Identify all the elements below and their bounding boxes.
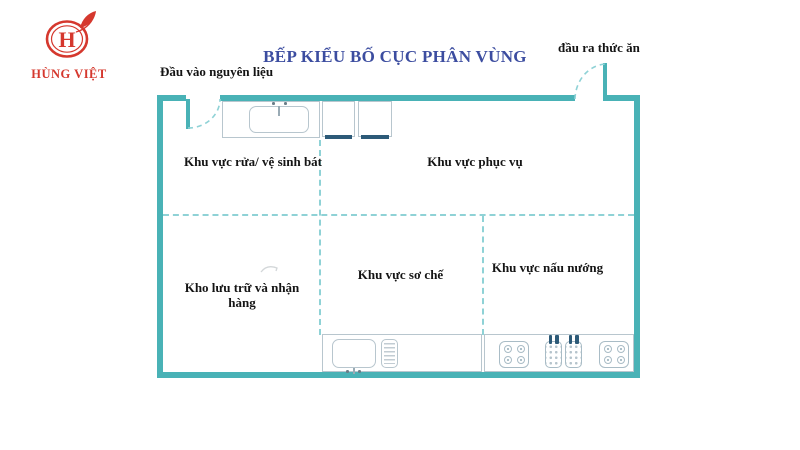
burner-icon	[503, 356, 512, 365]
fryer-handle	[555, 335, 559, 344]
zone-divider-vertical-right	[482, 216, 484, 335]
fryer-handle	[575, 335, 579, 344]
dishwasher-handle	[325, 135, 352, 139]
wall-top-left-segment	[157, 95, 186, 101]
gas-stove-icon	[599, 341, 629, 368]
gas-stove-icon	[499, 341, 529, 368]
burner-icon	[516, 344, 525, 353]
fryer-icon	[565, 335, 582, 368]
zone-label-wash: Khu vực rửa/ vệ sinh bát	[183, 154, 323, 169]
exit-door-icon	[603, 63, 607, 101]
wall-top-main-segment	[220, 95, 575, 101]
dishwasher-icon	[358, 101, 392, 139]
logo-leaf-icon	[80, 11, 96, 28]
dishwasher-handle	[361, 135, 389, 139]
zone-label-cook: Khu vực nấu nướng	[491, 260, 604, 275]
prep-faucet-icon	[353, 368, 355, 374]
entry-flow-label: Đầu vào nguyên liệu	[160, 64, 274, 79]
burner-icon	[616, 344, 625, 353]
brand-name: HÙNG VIỆT	[31, 67, 107, 81]
faint-squiggle-icon	[260, 266, 278, 273]
faucet-tap-dot	[272, 102, 275, 105]
wall-top-right-segment	[607, 95, 640, 101]
wall-right	[634, 95, 640, 378]
diagram-title: BẾP KIỂU BỐ CỤC PHÂN VÙNG	[263, 47, 527, 66]
fryer-icon	[545, 335, 562, 368]
wash-faucet-icon	[278, 106, 280, 116]
zone-label-serve: Khu vực phục vụ	[427, 154, 523, 169]
faucet-tap-dot	[358, 370, 361, 373]
drain-rack-lines	[384, 343, 395, 364]
burner-icon	[603, 344, 612, 353]
logo-letter-h: H	[58, 27, 75, 52]
prep-sink-icon	[332, 339, 376, 368]
burner-icon	[516, 356, 525, 365]
zone-label-prep: Khu vực sơ chế	[357, 267, 444, 282]
brand-logo: H HÙNG VIỆT	[16, 8, 122, 82]
logo-mark: H	[45, 11, 96, 58]
entry-door-icon	[186, 99, 190, 129]
burner-icon	[616, 356, 625, 365]
dishwasher-icon	[322, 101, 355, 139]
wall-left	[157, 95, 163, 378]
drain-rack-icon	[381, 339, 398, 368]
entry-door-swing-arc	[187, 98, 221, 129]
burner-icon	[603, 356, 612, 365]
logo-inner-ring	[50, 25, 84, 53]
zone-label-storage: Kho lưu trữ và nhận hàng	[184, 280, 300, 311]
faucet-tap-dot	[346, 370, 349, 373]
faucet-tap-dot	[284, 102, 287, 105]
fryer-handle	[548, 335, 552, 344]
burner-icon	[503, 344, 512, 353]
wall-bottom	[157, 372, 640, 378]
logo-outer-ring	[45, 20, 89, 58]
logo-leaf-stem	[75, 15, 95, 33]
fryer-handle	[568, 335, 572, 344]
zone-divider-vertical-left	[319, 140, 321, 335]
zone-divider-horizontal	[163, 214, 634, 216]
exit-flow-label: đầu ra thức ăn	[558, 40, 640, 55]
